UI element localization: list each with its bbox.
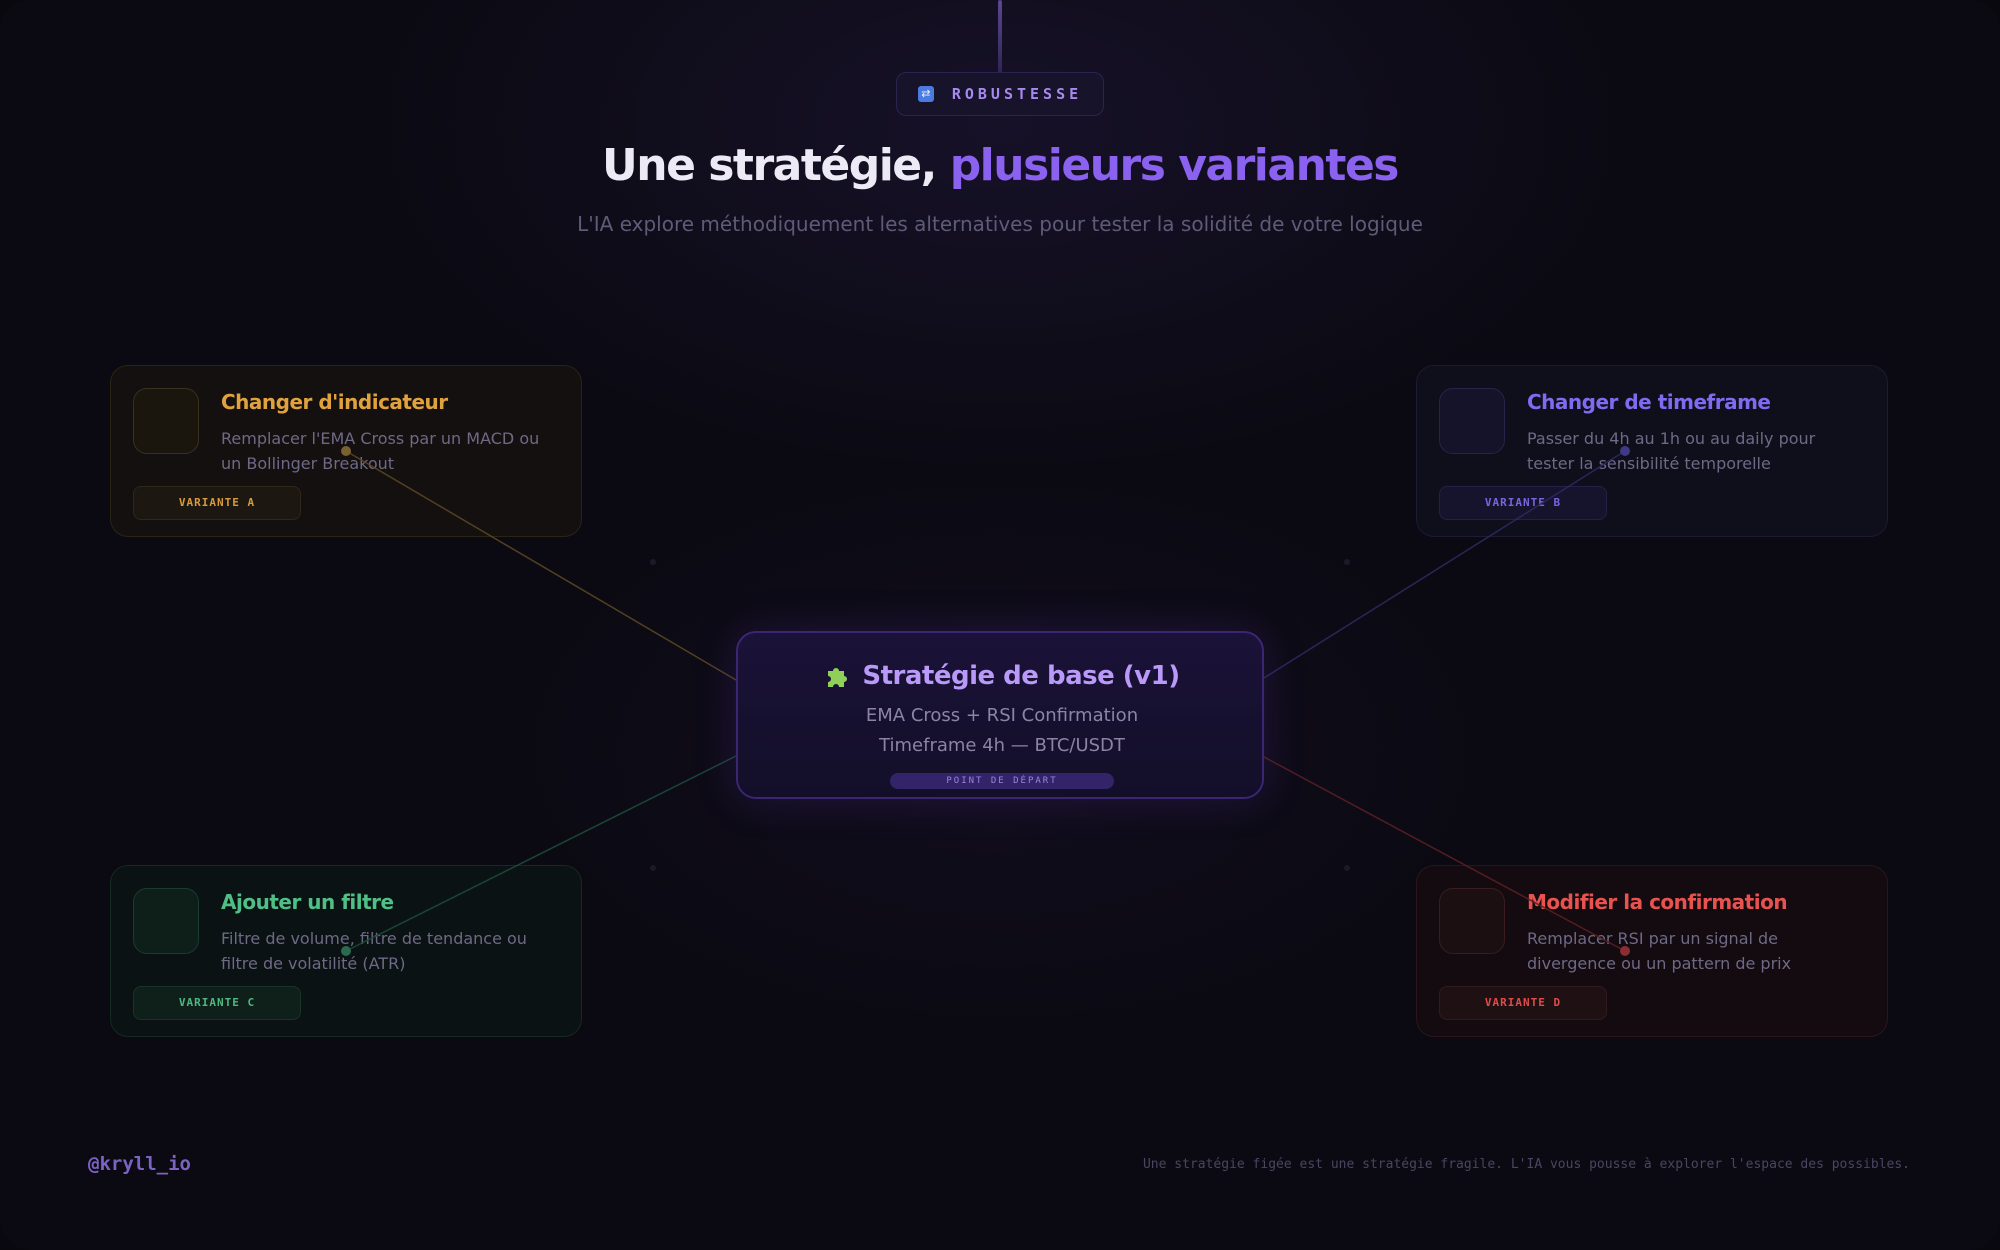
top-glow-line: [998, 0, 1002, 120]
variant-c-description: Filtre de volume, filtre de tendance ou …: [221, 929, 527, 973]
puzzle-icon: [828, 668, 848, 687]
variant-d-tag: VARIANTE D: [1439, 986, 1607, 1020]
variant-c-icon: [133, 888, 199, 954]
base-strategy-line2: Timeframe 4h — BTC/USDT: [879, 735, 1125, 756]
variant-a-icon: [133, 388, 199, 454]
variant-d-icon: [1439, 888, 1505, 954]
connector-c-node: [341, 946, 351, 956]
variant-card-d: Modifier la confirmation Remplacer RSI p…: [1416, 865, 1888, 1037]
connector-d-node: [1620, 946, 1630, 956]
variant-d-description: Remplacer RSI par un signal de divergenc…: [1527, 929, 1792, 973]
variant-d-title: Modifier la confirmation: [1527, 890, 1788, 914]
variant-c-title: Ajouter un filtre: [221, 890, 394, 914]
variant-a-description: Remplacer l'EMA Cross par un MACD ou un …: [221, 429, 540, 473]
variant-b-title: Changer de timeframe: [1527, 390, 1771, 414]
section-badge: ⇄ ROBUSTESSE: [896, 72, 1104, 116]
decor-dot: [650, 865, 656, 871]
connector-b: [1263, 450, 1626, 679]
connector-d: [1263, 756, 1626, 952]
variant-c-tag: VARIANTE C: [133, 986, 301, 1020]
variant-b-description: Passer du 4h au 1h ou au daily pour test…: [1527, 429, 1816, 473]
variant-a-tag: VARIANTE A: [133, 486, 301, 520]
badge-label: ROBUSTESSE: [951, 85, 1083, 103]
decor-dot: [1344, 559, 1350, 565]
base-strategy-line1: EMA Cross + RSI Confirmation: [865, 705, 1139, 726]
starting-point-tag: POINT DE DÉPART: [890, 773, 1114, 789]
connector-c: [345, 755, 737, 952]
base-strategy-header: Stratégie de base (v1): [738, 661, 1266, 691]
variant-a-title: Changer d'indicateur: [221, 390, 448, 414]
variant-card-b: Changer de timeframe Passer du 4h au 1h …: [1416, 365, 1888, 537]
connector-a-node: [341, 446, 351, 456]
title-main: Une stratégie,: [602, 140, 937, 191]
connector-b-node: [1620, 446, 1630, 456]
decor-dot: [650, 559, 656, 565]
footer-note: Une stratégie figée est une stratégie fr…: [1142, 1157, 1910, 1172]
shuffle-icon: ⇄: [917, 86, 934, 102]
page-subtitle: L'IA explore méthodiquement les alternat…: [577, 212, 1423, 236]
page-title: Une stratégie, plusieurs variantes: [0, 140, 2000, 191]
variant-b-icon: [1439, 388, 1505, 454]
decor-dot: [1344, 865, 1350, 871]
base-strategy-card: Stratégie de base (v1) EMA Cross + RSI C…: [736, 631, 1264, 799]
brand-handle: @kryll_io: [88, 1153, 191, 1175]
title-accent: plusieurs variantes: [949, 140, 1400, 191]
variant-card-c: Ajouter un filtre Filtre de volume, filt…: [110, 865, 582, 1037]
base-strategy-title: Stratégie de base (v1): [862, 661, 1180, 691]
connector-a: [345, 450, 737, 681]
